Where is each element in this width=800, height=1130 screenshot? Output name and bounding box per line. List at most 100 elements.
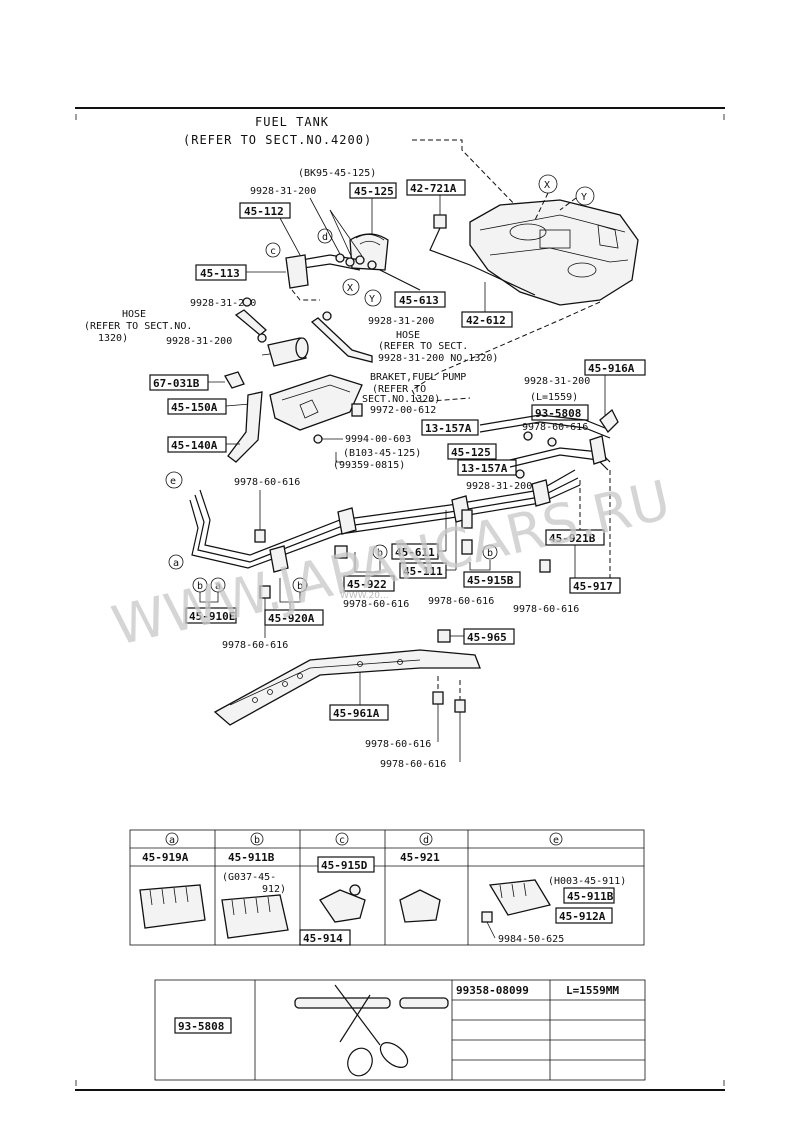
callout-42-721A: 42-721A	[410, 182, 457, 195]
label-99359: (99359-0815)	[333, 460, 405, 471]
callout-45-965: 45-965	[467, 631, 507, 644]
callout-42-612: 42-612	[466, 314, 506, 327]
marker-e: e	[165, 471, 183, 489]
callout-45-150A-box	[167, 398, 227, 415]
svg-text:Y: Y	[581, 192, 587, 203]
callout-45-125-top-box	[349, 182, 397, 199]
clip-45-915B	[461, 509, 473, 529]
marker-b-915: b	[482, 544, 498, 560]
bolt-9978-b6	[454, 699, 466, 713]
cut-table: 93-5808 99358-08099 L=1559MM	[154, 979, 646, 1081]
legend-e-sub1: (H003-45-911)	[548, 876, 626, 887]
label-9978-b2: 9978-60-616	[343, 599, 409, 610]
callout-13-157A-2: 13-157A	[461, 462, 508, 475]
marker-b-922: b	[372, 544, 388, 560]
label-hose-left-2: (REFER TO SECT.NO.	[84, 321, 192, 332]
cut-table-tool-part: 99358-08099	[456, 984, 529, 997]
callout-67-031B: 67-031B	[153, 377, 200, 390]
callout-13-157A-1-box	[421, 419, 479, 436]
clip-67-031B	[224, 371, 245, 389]
pump-bracket	[269, 374, 363, 431]
marker-y-top: Y	[575, 186, 595, 206]
clip-42-721A	[433, 214, 447, 229]
callout-45-961A-box	[329, 704, 389, 721]
marker-d-top: d	[317, 228, 333, 244]
label-9978-b4: 9978-60-616	[513, 604, 579, 615]
tank-to-line-dash	[411, 301, 601, 403]
legend-c-sub2: 45-914	[303, 932, 343, 945]
label-9972: 9972-00-612	[370, 405, 436, 416]
marker-x-mid: X	[342, 278, 360, 296]
callout-67-031B-box	[149, 374, 209, 391]
callout-45-113-box	[195, 264, 247, 281]
callout-45-965-box	[463, 628, 515, 645]
callout-45-125-top: 45-125	[354, 185, 394, 198]
svg-text:a: a	[173, 558, 179, 569]
legend-marker-b: b	[254, 835, 260, 846]
bolt-9978-b5	[432, 691, 444, 705]
svg-text:Y: Y	[369, 294, 375, 305]
tank-leader	[412, 139, 521, 211]
callout-45-916A: 45-916A	[588, 362, 635, 375]
label-9928-top: 9928-31-200	[250, 186, 316, 197]
label-9994: 9994-00-603	[345, 434, 411, 445]
marker-x-top: X	[538, 174, 558, 194]
callout-45-112: 45-112	[244, 205, 284, 218]
callout-45-921B: 45-921B	[549, 532, 596, 545]
label-9928-left1: 9928-31-200	[190, 298, 256, 309]
legend-e-sub3: 45-912A	[559, 910, 606, 923]
label-9928-right1: 9928-31-200	[524, 376, 590, 387]
callout-45-111-box	[399, 562, 447, 579]
hose-42-612	[429, 227, 536, 296]
callout-45-613: 45-613	[399, 294, 439, 307]
cut-table-part: 93-5808	[178, 1020, 224, 1033]
callout-45-961A: 45-961A	[333, 707, 380, 720]
callout-45-922-box	[343, 575, 395, 592]
label-hose-left-1: HOSE	[122, 309, 146, 320]
hose-mid	[310, 317, 373, 363]
watermark: WWW.JAPANCARS.RU	[106, 468, 676, 658]
callout-45-917: 45-917	[573, 580, 613, 593]
svg-text:b: b	[377, 548, 383, 559]
watermark-small: WWW.20...	[340, 591, 389, 601]
legend-marker-c: c	[339, 835, 345, 846]
marker-a-left: a	[168, 554, 184, 570]
marker-y-mid: Y	[364, 289, 382, 307]
legend-marker-d: d	[423, 835, 429, 846]
bracket-45-150A	[227, 391, 263, 463]
label-bracket-1: BRAKET,FUEL PUMP	[370, 372, 466, 383]
legend-c-sub1: 45-915D	[321, 859, 368, 872]
callout-45-140A-box	[167, 436, 227, 453]
label-9928-left2: 9928-31-200	[166, 336, 232, 347]
hose-left	[234, 309, 267, 336]
callout-45-916A-box	[584, 359, 646, 376]
bolt-9978-left1	[254, 529, 266, 543]
clip-45-965	[437, 629, 451, 643]
label-b103: (B103-45-125)	[343, 448, 421, 459]
callout-13-157A-1: 13-157A	[425, 422, 472, 435]
callout-45-922: 45-922	[347, 578, 387, 591]
fuel-tank-title: FUEL TANK	[255, 115, 329, 129]
fuel-pump	[261, 337, 309, 367]
label-9978-b3: 9978-60-616	[428, 596, 494, 607]
guard-45-961A	[213, 649, 481, 726]
legend-marker-a: a	[169, 835, 175, 846]
callout-42-612-box	[461, 311, 513, 328]
callout-45-125-mid-box	[447, 443, 497, 460]
bolt-45-922	[334, 545, 348, 559]
svg-text:d: d	[322, 232, 328, 243]
svg-text:c: c	[270, 246, 276, 257]
svg-text:b: b	[197, 581, 203, 592]
legend-e-sub2: 45-911B	[567, 890, 614, 903]
callout-45-613-box	[394, 291, 446, 308]
label-9928-right2: 9928-31-200	[466, 481, 532, 492]
fuel-tank	[469, 199, 639, 306]
cut-table-length: L=1559MM	[566, 984, 619, 997]
right-pipe-cluster	[479, 408, 619, 479]
callout-45-915B-box	[463, 571, 521, 588]
svg-text:X: X	[347, 283, 353, 294]
callout-45-112-box	[239, 202, 291, 219]
label-bracket-2: (REFER TO	[372, 384, 426, 395]
callout-45-111: 45-111	[403, 565, 443, 578]
callout-45-150A: 45-150A	[171, 401, 218, 414]
